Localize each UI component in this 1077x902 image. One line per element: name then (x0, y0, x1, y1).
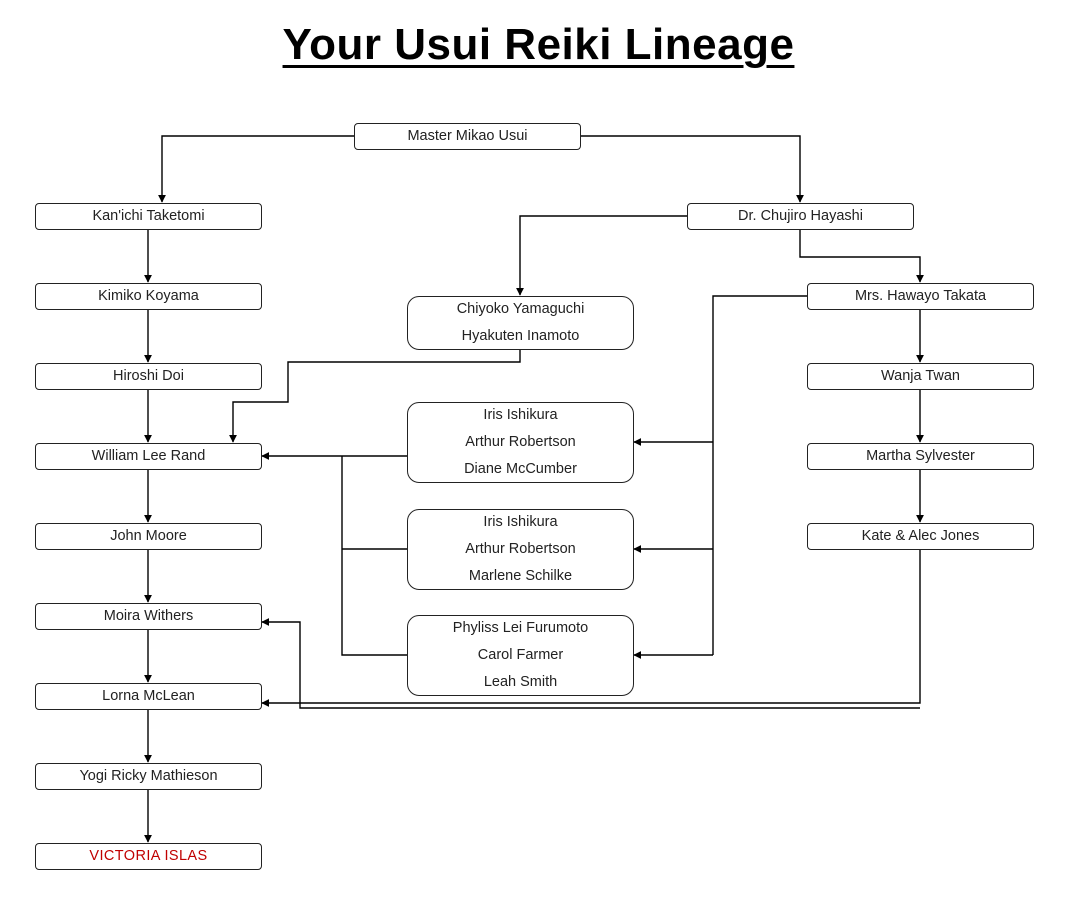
node-group-schilke: Iris Ishikura Arthur Robertson Marlene S… (407, 509, 634, 590)
edge-jones-mclean (261, 549, 921, 707)
node-william-lee-rand: William Lee Rand (35, 443, 262, 470)
node-yamaguchi-inamoto: Chiyoko Yamaguchi Hyakuten Inamoto (407, 296, 634, 350)
node-label: Dr. Chujiro Hayashi (738, 208, 863, 224)
node-lorna-mclean: Lorna McLean (35, 683, 262, 710)
edge-takata-groups (712, 295, 808, 655)
node-label: Carol Farmer (477, 647, 564, 663)
edge-usui-taketomi (158, 135, 354, 203)
node-label: Marlene Schilke (468, 568, 573, 584)
node-label: Kimiko Koyama (98, 288, 199, 304)
node-moira-withers: Moira Withers (35, 603, 262, 630)
edge-groups-bus (341, 456, 407, 656)
edge-yamaguchi-rand (229, 349, 521, 443)
node-label: Hyakuten Inamoto (461, 328, 580, 344)
node-label: William Lee Rand (91, 448, 206, 464)
node-mikao-usui: Master Mikao Usui (354, 123, 581, 150)
node-wanja-twan: Wanja Twan (807, 363, 1034, 390)
node-kanichi-taketomi: Kan'ichi Taketomi (35, 203, 262, 230)
node-label: Yogi Ricky Mathieson (79, 768, 218, 784)
node-hiroshi-doi: Hiroshi Doi (35, 363, 262, 390)
node-victoria-islas: VICTORIA ISLAS (35, 843, 262, 870)
page-title: Your Usui Reiki Lineage (282, 20, 795, 69)
node-label: Kan'ichi Taketomi (92, 208, 205, 224)
node-label: Moira Withers (103, 608, 194, 624)
node-label: Hiroshi Doi (113, 368, 184, 384)
edge-jones-withers (261, 618, 920, 709)
node-john-moore: John Moore (35, 523, 262, 550)
node-kimiko-koyama: Kimiko Koyama (35, 283, 262, 310)
node-label: Master Mikao Usui (407, 128, 528, 144)
node-label: Mrs. Hawayo Takata (854, 288, 987, 304)
node-label: VICTORIA ISLAS (89, 848, 208, 864)
node-label: Wanja Twan (881, 368, 960, 384)
node-label: Martha Sylvester (866, 448, 975, 464)
node-label: John Moore (110, 528, 187, 544)
node-label: Iris Ishikura (483, 514, 558, 530)
node-label: Phyliss Lei Furumoto (452, 620, 589, 636)
node-ricky-mathieson: Yogi Ricky Mathieson (35, 763, 262, 790)
edge-hayashi-yamaguchi (516, 215, 687, 296)
node-label: Arthur Robertson (465, 541, 576, 557)
node-label: Leah Smith (483, 674, 558, 690)
node-label: Kate & Alec Jones (861, 528, 980, 544)
node-martha-sylvester: Martha Sylvester (807, 443, 1034, 470)
node-chujiro-hayashi: Dr. Chujiro Hayashi (687, 203, 914, 230)
node-group-furumoto: Phyliss Lei Furumoto Carol Farmer Leah S… (407, 615, 634, 696)
node-label: Arthur Robertson (465, 434, 576, 450)
node-label: Lorna McLean (102, 688, 195, 704)
node-label: Diane McCumber (464, 461, 577, 477)
node-hawayo-takata: Mrs. Hawayo Takata (807, 283, 1034, 310)
node-kate-alec-jones: Kate & Alec Jones (807, 523, 1034, 550)
edge-usui-hayashi (580, 135, 804, 203)
edge-hayashi-takata (799, 229, 924, 283)
node-label: Chiyoko Yamaguchi (456, 301, 585, 317)
node-label: Iris Ishikura (483, 407, 558, 423)
node-group-mccumber: Iris Ishikura Arthur Robertson Diane McC… (407, 402, 634, 483)
